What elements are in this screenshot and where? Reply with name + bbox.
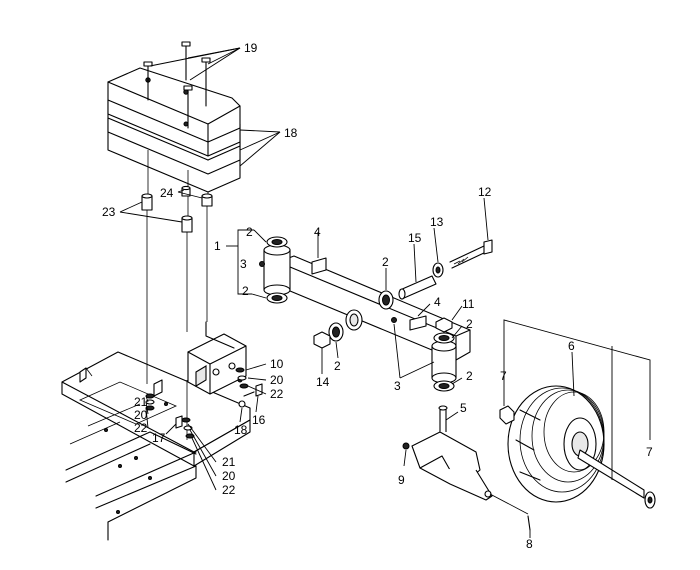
caster-fork	[402, 405, 531, 531]
callout-13: 13	[430, 215, 444, 229]
callout-10: 10	[270, 357, 284, 371]
callout-4: 4	[434, 295, 441, 309]
callout-20: 20	[134, 408, 148, 422]
callout-3: 3	[394, 379, 401, 393]
callout-6: 6	[568, 339, 575, 353]
axle-tube	[259, 244, 471, 384]
callout-7: 7	[500, 369, 507, 383]
callout-7: 7	[646, 445, 653, 459]
callout-20: 20	[222, 469, 236, 483]
caster-wheel	[499, 385, 656, 509]
callout-2: 2	[246, 225, 253, 239]
callout-2: 2	[242, 284, 249, 298]
callout-2: 2	[334, 359, 341, 373]
callout-17: 17	[152, 431, 166, 445]
callout-12: 12	[478, 185, 492, 199]
callout-18: 18	[234, 423, 248, 437]
mower-frame	[61, 351, 251, 541]
hardware-left	[145, 367, 263, 439]
callout-4: 4	[314, 225, 321, 239]
callout-1: 1	[214, 239, 221, 253]
leader-lines	[119, 47, 651, 538]
callout-22: 22	[134, 421, 148, 435]
callout-8: 8	[526, 537, 533, 551]
callout-5: 5	[460, 401, 467, 415]
callout-21: 21	[134, 395, 148, 409]
callout-11: 11	[462, 297, 475, 311]
callout-18: 18	[284, 126, 298, 140]
callout-labels: 19 18 24 23 1 2 3 2 4 2 15 13 12 4 11 2 …	[102, 41, 653, 551]
callout-22: 22	[222, 483, 236, 497]
callout-16: 16	[252, 413, 266, 427]
callout-3: 3	[240, 257, 247, 271]
callout-2: 2	[382, 255, 389, 269]
spacers	[141, 185, 213, 440]
callout-24: 24	[160, 186, 174, 200]
pivot-pin	[398, 239, 493, 300]
callout-22: 22	[270, 387, 284, 401]
callout-20: 20	[270, 373, 284, 387]
callout-2: 2	[466, 369, 473, 383]
callout-19: 19	[244, 41, 258, 55]
weight-stack	[107, 67, 241, 193]
bearings	[266, 236, 455, 392]
callout-9: 9	[398, 473, 405, 487]
callout-2: 2	[466, 317, 473, 331]
callout-21: 21	[222, 455, 236, 469]
callout-23: 23	[102, 205, 116, 219]
callout-15: 15	[408, 231, 422, 245]
callout-14: 14	[316, 375, 330, 389]
mount-bracket	[187, 321, 247, 395]
